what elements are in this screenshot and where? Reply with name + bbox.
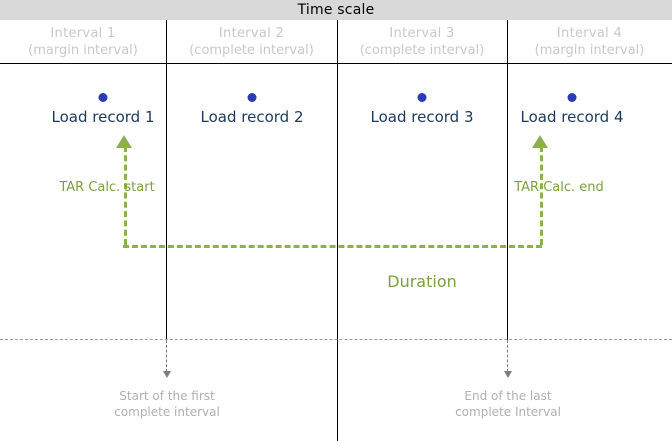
load-record-4-dot	[567, 93, 577, 102]
load-record-1-dot	[98, 93, 108, 102]
baseline-dotted-rule	[0, 339, 672, 340]
start-note-line-2: complete interval	[114, 405, 220, 419]
interval-4-type: (margin interval)	[534, 42, 645, 58]
interval-3-name: Interval 3	[389, 25, 455, 41]
tar-calc-start-arrow-icon	[116, 135, 132, 148]
load-record-3-dot	[417, 93, 427, 102]
start-note-arrow-icon	[163, 371, 171, 378]
interval-2-type: (complete interval)	[189, 42, 314, 58]
end-note-line-2: complete Interval	[455, 405, 561, 419]
end-note-label: End of the last complete Interval	[455, 388, 561, 420]
duration-label: Duration	[387, 272, 457, 291]
load-record-3-label: Load record 3	[370, 108, 474, 126]
interval-1-name: Interval 1	[50, 25, 116, 41]
tar-calc-end-label: TAR Calc. end	[514, 180, 604, 195]
header-bar: Time scale	[0, 0, 672, 20]
load-record-4: Load record 4	[520, 93, 624, 126]
end-note-leader-line	[507, 340, 508, 372]
interval-header-divider	[0, 63, 672, 64]
interval-3-type: (complete interval)	[359, 42, 485, 58]
interval-divider-2	[337, 20, 338, 441]
load-record-2: Load record 2	[200, 93, 304, 126]
duration-connector-line	[123, 245, 542, 248]
end-note-line-1: End of the last	[464, 389, 552, 403]
start-note-line-1: Start of the first	[119, 389, 215, 403]
interval-header-row: Interval 1 (margin interval) Interval 2 …	[0, 20, 672, 63]
interval-cell-1: Interval 1 (margin interval)	[0, 20, 166, 63]
start-note-leader-line	[166, 340, 167, 372]
load-record-4-label: Load record 4	[520, 108, 624, 126]
end-note-arrow-icon	[504, 371, 512, 378]
interval-cell-2: Interval 2 (complete interval)	[166, 20, 337, 63]
interval-1-type: (margin interval)	[28, 42, 138, 58]
tar-calc-end-arrow-icon	[532, 135, 548, 148]
interval-4-name: Interval 4	[556, 25, 623, 41]
load-record-1-label: Load record 1	[51, 108, 155, 126]
tar-calc-end-line	[540, 146, 543, 245]
load-record-2-dot	[247, 93, 257, 102]
tar-calc-start-line	[124, 146, 127, 245]
interval-divider-1	[166, 20, 167, 340]
load-record-2-label: Load record 2	[200, 108, 304, 126]
interval-cell-3: Interval 3 (complete interval)	[337, 20, 507, 63]
page-title: Time scale	[297, 2, 375, 18]
interval-2-name: Interval 2	[218, 25, 285, 41]
interval-divider-3	[507, 20, 508, 340]
start-note-label: Start of the first complete interval	[114, 388, 220, 420]
load-record-1: Load record 1	[51, 93, 155, 126]
tar-calc-start-label: TAR Calc. start	[59, 180, 155, 195]
load-record-3: Load record 3	[370, 93, 474, 126]
interval-cell-4: Interval 4 (margin interval)	[507, 20, 672, 63]
